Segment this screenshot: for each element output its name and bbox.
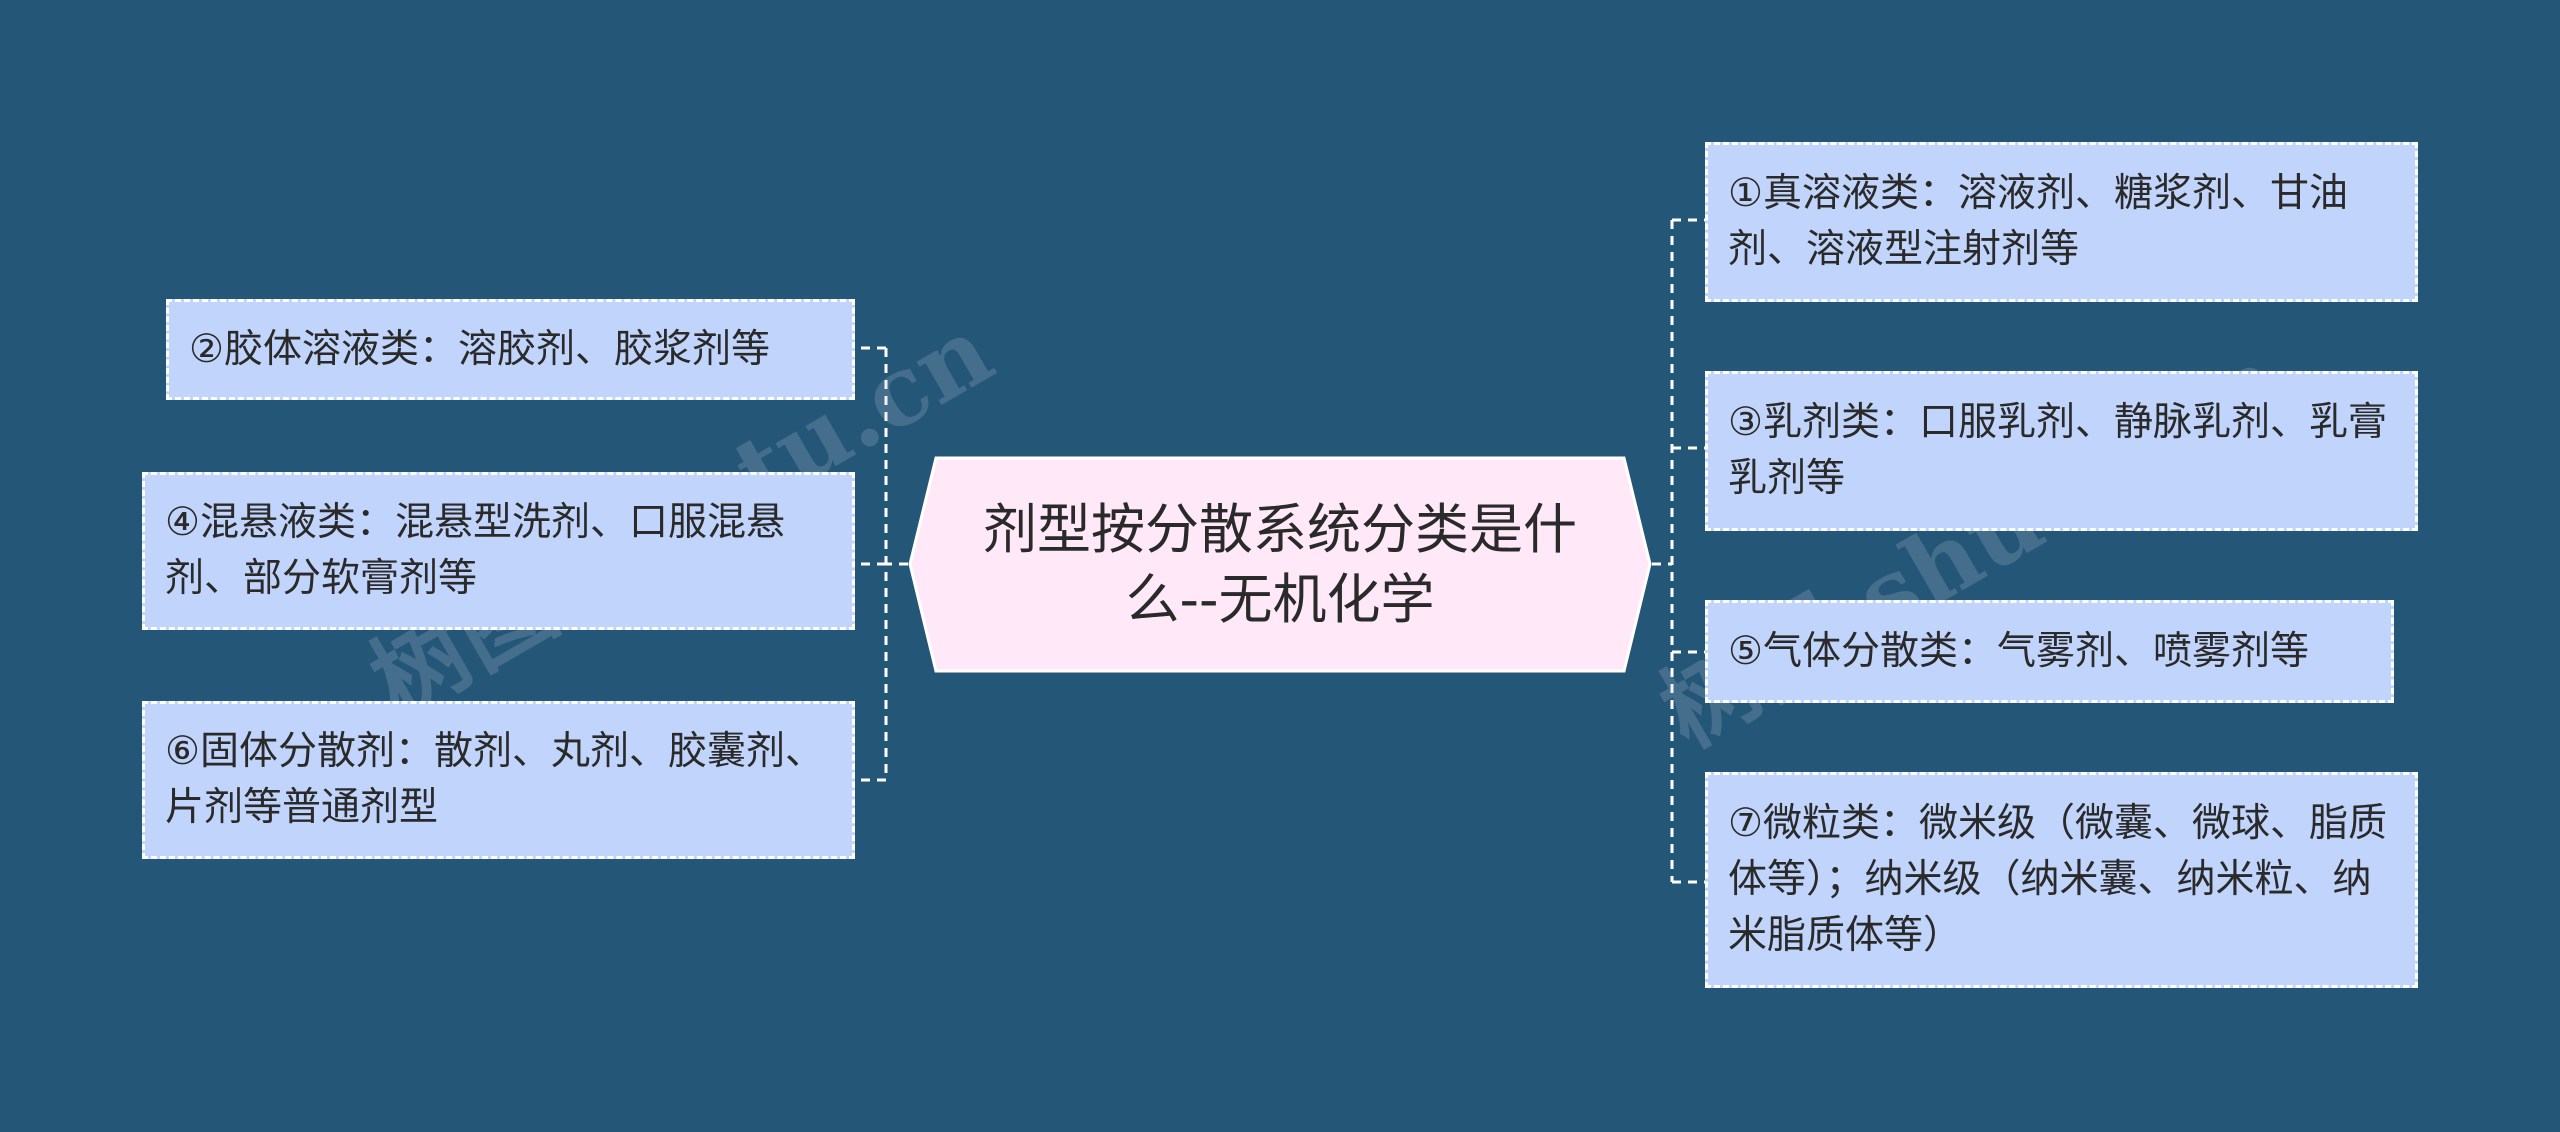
right-node-particles[interactable]: ⑦微粒类：微米级（微囊、微球、脂质体等）；纳米级（纳米囊、纳米粒、纳米脂质体等） [1705, 772, 2418, 988]
right-node-emulsion[interactable]: ③乳剂类：口服乳剂、静脉乳剂、乳膏乳剂等 [1705, 371, 2418, 531]
left-node-suspension-label: ④混悬液类：混悬型洗剂、口服混悬剂、部分软膏剂等 [165, 500, 785, 601]
center-topic-label: 剂型按分散系统分类是什么--无机化学 [983, 497, 1577, 631]
left-node-colloid[interactable]: ②胶体溶液类：溶胶剂、胶浆剂等 [166, 299, 855, 400]
left-node-solid-dispersion-label: ⑥固体分散剂：散剂、丸剂、胶囊剂、片剂等普通剂型 [165, 729, 824, 830]
left-node-solid-dispersion[interactable]: ⑥固体分散剂：散剂、丸剂、胶囊剂、片剂等普通剂型 [142, 701, 855, 859]
right-node-true-solution-label: ①真溶液类：溶液剂、糖浆剂、甘油剂、溶液型注射剂等 [1728, 171, 2348, 272]
left-node-suspension[interactable]: ④混悬液类：混悬型洗剂、口服混悬剂、部分软膏剂等 [142, 472, 855, 630]
right-node-emulsion-label: ③乳剂类：口服乳剂、静脉乳剂、乳膏乳剂等 [1728, 400, 2387, 501]
right-node-gas-dispersion-label: ⑤气体分散类：气雾剂、喷雾剂等 [1728, 628, 2309, 674]
center-hexagon-shape [908, 456, 1652, 673]
right-node-particles-label: ⑦微粒类：微米级（微囊、微球、脂质体等）；纳米级（纳米囊、纳米粒、纳米脂质体等） [1728, 801, 2387, 958]
center-topic-node[interactable]: 剂型按分散系统分类是什么--无机化学 [908, 456, 1652, 673]
left-node-colloid-label: ②胶体溶液类：溶胶剂、胶浆剂等 [189, 326, 770, 372]
right-node-true-solution[interactable]: ①真溶液类：溶液剂、糖浆剂、甘油剂、溶液型注射剂等 [1705, 142, 2418, 302]
right-node-gas-dispersion[interactable]: ⑤气体分散类：气雾剂、喷雾剂等 [1705, 600, 2394, 703]
